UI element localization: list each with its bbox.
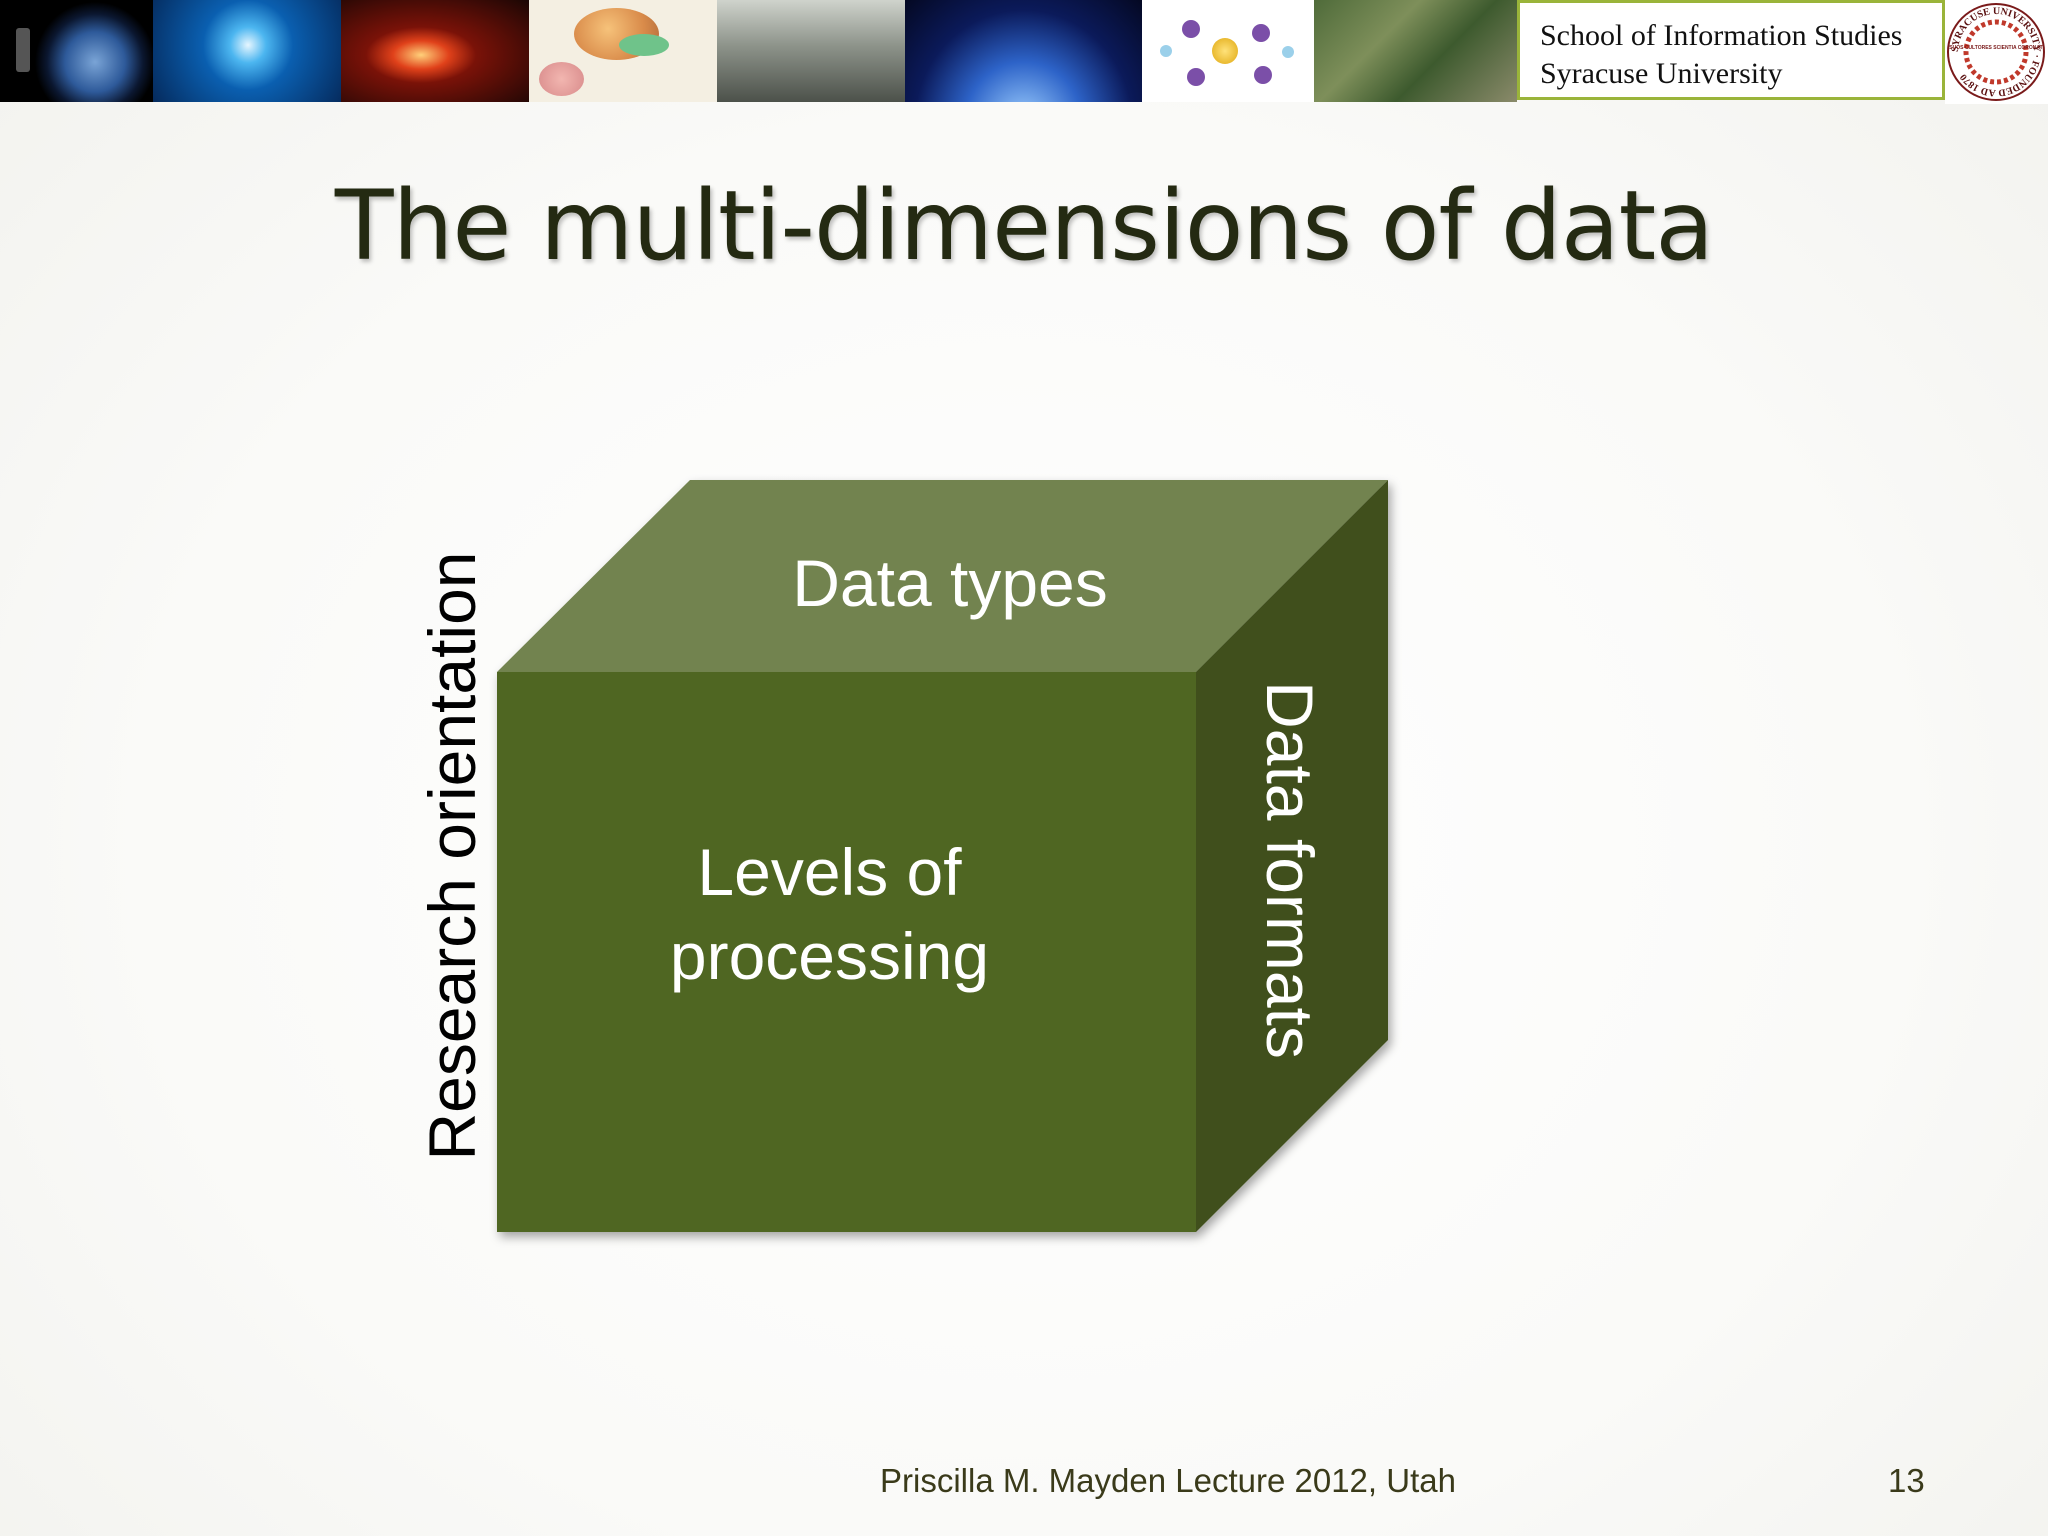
satellite-image — [905, 0, 1142, 102]
university-seal-icon: SYRACUSE UNIVERSITY · FOUNDED AD 1870 SU… — [1945, 0, 2048, 104]
footer-text: Priscilla M. Mayden Lecture 2012, Utah — [880, 1462, 1456, 1499]
cube-side-face — [1196, 480, 1388, 1232]
brain-anatomy-image — [529, 0, 717, 102]
school-name-box: School of Information Studies Syracuse U… — [1517, 0, 1945, 100]
laboratory-image — [717, 0, 905, 102]
page-number: 13 — [1888, 1462, 1925, 1499]
levels-of-processing-label: Levels of processing — [497, 830, 1162, 998]
data-types-label: Data types — [792, 546, 1108, 620]
research-orientation-label: Research orientation — [415, 551, 489, 1161]
front-label-line2: processing — [669, 919, 990, 993]
cube-front-face — [497, 672, 1196, 1232]
header-banner — [0, 0, 2048, 104]
telescope-earth-image — [0, 0, 153, 102]
front-label-line1: Levels of — [697, 835, 962, 909]
molecular-network-image — [153, 0, 341, 102]
red-vortex-image — [341, 0, 529, 102]
university-name: Syracuse University — [1540, 57, 1783, 90]
school-name: School of Information Studies — [1540, 19, 1903, 52]
cube-top-face — [497, 480, 1388, 672]
seal-motto: SUOS CULTORES SCIENTIA CORONAT — [1949, 45, 2042, 51]
data-formats-label: Data formats — [1253, 681, 1327, 1059]
satellite-map-image — [1314, 0, 1517, 102]
slide-title: The multi-dimensions of data — [334, 170, 1714, 282]
molecule-structure-image — [1142, 0, 1314, 102]
